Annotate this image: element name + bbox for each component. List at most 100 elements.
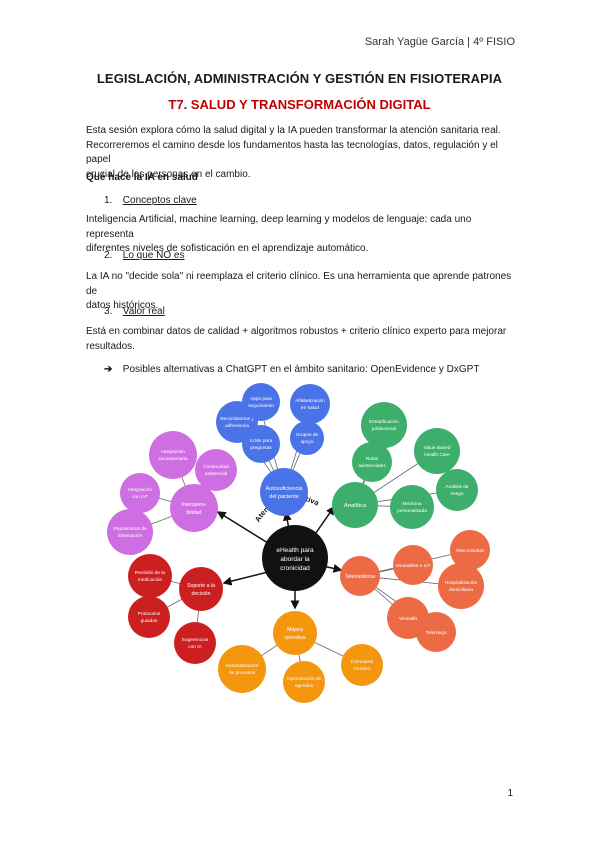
leaf-hospitalizacion: Hospitalización domiciliaria [438, 563, 484, 609]
leaf-label: Value Based [424, 445, 451, 451]
list-paragraph: La IA no "decide sola" ni reemplaza el c… [86, 270, 514, 314]
hub-label: del paciente [269, 494, 299, 500]
hub-mejora: Mejora operativa [273, 611, 317, 655]
leaf-sugerencias: Sugerencias con IA [174, 622, 216, 664]
arrow-bullet-text: Posibles alternativas a ChatGPT en el ám… [122, 364, 480, 375]
leaf-command: Command Centers [341, 644, 383, 686]
hub-label: Telemedicina [345, 574, 375, 580]
leaf-label: Recordatorios y [220, 416, 254, 422]
leaf-label: Telerriego [425, 630, 446, 636]
leaf-label: preguntas [250, 445, 272, 451]
hub-label: bilidad [187, 510, 202, 516]
leaf-label: ViHealth [399, 616, 417, 622]
hub-label: Analítica [344, 503, 367, 509]
leaf-llms: LLMs para preguntas [242, 425, 280, 463]
list-number: 3. [104, 306, 113, 317]
leaf-label: Wearables e IoT [395, 563, 430, 569]
hub-label: operativa [284, 635, 305, 641]
document-title: LEGISLACIÓN, ADMINISTRACIÓN Y GESTIÓN EN… [96, 71, 503, 86]
arrow-icon: ➔ [104, 364, 113, 375]
leaf-label: Revisión de la [135, 570, 165, 576]
center-node: eHealth para abordar la cronicidad [262, 525, 328, 591]
leaf-teleconsultas: Teleconsultas [450, 530, 490, 570]
mindmap-svg: Atención proactiva eHealth para abordar … [107, 383, 490, 703]
list-item-2: 2. Lo que NO es [104, 250, 185, 261]
list-number: 2. [104, 250, 113, 261]
list-paragraph: Está en combinar datos de calidad + algo… [86, 325, 514, 354]
leaf-label: guiados [141, 618, 158, 624]
leaf-continuidad: Continuidad asistencial [195, 449, 237, 491]
leaf-label: asistencial [205, 471, 227, 477]
leaf-label: Continuidad [203, 464, 229, 470]
leaf-estratificacion: Estratificación poblacional [361, 402, 407, 448]
leaf-label: agendas [295, 683, 314, 689]
leaf-analisis: Análisis de riesgo [436, 469, 478, 511]
leaf-optimizacion: Optimización de agendas [283, 661, 325, 703]
list-item-1: 1. Conceptos clave [104, 195, 197, 206]
hub-telemedicina: Telemedicina [340, 556, 380, 596]
hub-label: decisión [191, 591, 210, 597]
ehealth-mindmap: Atención proactiva eHealth para abordar … [96, 380, 516, 705]
leaf-label: Centers [354, 666, 371, 672]
leaf-label: Análisis de [445, 484, 469, 490]
leaf-label: Apps para [250, 396, 272, 402]
center-line-1: eHealth para [276, 547, 314, 554]
leaf-label: Repositorios de [113, 526, 147, 532]
leaf-label: poblacional [372, 426, 396, 432]
leaf-label: Integración [128, 487, 152, 493]
leaf-protocolos: Protocolos guiados [128, 596, 170, 638]
leaf-apps: Apps para seguimiento [242, 383, 280, 421]
list-label: Valor real [122, 306, 165, 317]
leaf-label: Hospitalización [445, 580, 478, 586]
hub-label: Interopera- [181, 502, 207, 508]
list-item-3: 3. Valor real [104, 306, 165, 317]
leaf-label: con IoT [132, 494, 148, 500]
list-label: Lo que NO es [122, 250, 185, 261]
leaf-medicina: Medicina personalizada [390, 485, 434, 529]
leaf-rutas: Rutas asistenciales [352, 442, 392, 482]
hub-autosuficiencia: Autosuficiencia del paciente [260, 468, 308, 516]
leaf-alfabetizacion: Alfabetización en salud [290, 384, 330, 424]
leaf-label: Protocolos [138, 611, 161, 617]
leaf-label: sociosanitaria [158, 456, 188, 462]
leaf-wearables: Wearables e IoT [393, 545, 433, 585]
leaf-label: Grupos de [296, 432, 319, 438]
leaf-label: Sugerencias [182, 637, 209, 643]
center-line-2: abordar la [280, 556, 310, 563]
document-subtitle: T7. SALUD Y TRANSFORMACIÓN DIGITAL [168, 97, 431, 112]
leaf-label: con IA [188, 644, 202, 650]
intro-line: crucial de las personas en el cambio. [86, 168, 251, 180]
paragraph-line: diferentes niveles de sofisticación en e… [86, 243, 369, 254]
leaf-integracion-iot: Integración con IoT [120, 473, 160, 513]
leaf-label: Integración [161, 449, 185, 455]
leaf-label: Medicina [402, 501, 422, 507]
hub-interop: Interopera- bilidad [170, 484, 218, 532]
leaf-label: medicación [138, 577, 163, 583]
leaf-label: Estratificación [369, 419, 399, 425]
leaf-revision: Revisión de la medicación [128, 554, 172, 598]
intro-line: Recorreremos el camino desde los fundame… [86, 139, 498, 166]
leaf-label: seguimiento [248, 403, 274, 409]
leaf-repositorios: Repositorios de información [107, 509, 153, 555]
list-number: 1. [104, 195, 113, 206]
leaf-label: apoyo [300, 440, 313, 445]
leaf-automatizacion: Automatización de procesos [218, 645, 266, 693]
leaf-label: LLMs para [250, 438, 273, 444]
list-label: Conceptos clave [122, 195, 197, 206]
leaf-label: en salud [301, 405, 319, 411]
leaf-integracion: Integración sociosanitaria [149, 431, 197, 479]
center-line-3: cronicidad [280, 565, 310, 572]
leaf-label: Rutas [366, 456, 379, 462]
section-heading: Qué hace la IA en salud [86, 172, 198, 183]
paragraph-line: La IA no "decide sola" ni reemplaza el c… [86, 271, 512, 297]
leaf-telerriego: Telerriego [416, 612, 456, 652]
hub-label: Soporte a la [187, 583, 215, 589]
hub-label: Mejora [287, 627, 303, 633]
leaf-label: Optimización de [287, 676, 322, 682]
arrow-bullet: ➔ Posibles alternativas a ChatGPT en el … [104, 364, 479, 375]
hub-label: Autosuficiencia [266, 486, 304, 492]
intro-line: Esta sesión explora cómo la salud digita… [86, 125, 501, 136]
leaf-label: personalizada [397, 508, 427, 514]
leaf-label: Teleconsultas [455, 548, 485, 554]
list-paragraph: Inteligencia Artificial, machine learnin… [86, 213, 514, 257]
